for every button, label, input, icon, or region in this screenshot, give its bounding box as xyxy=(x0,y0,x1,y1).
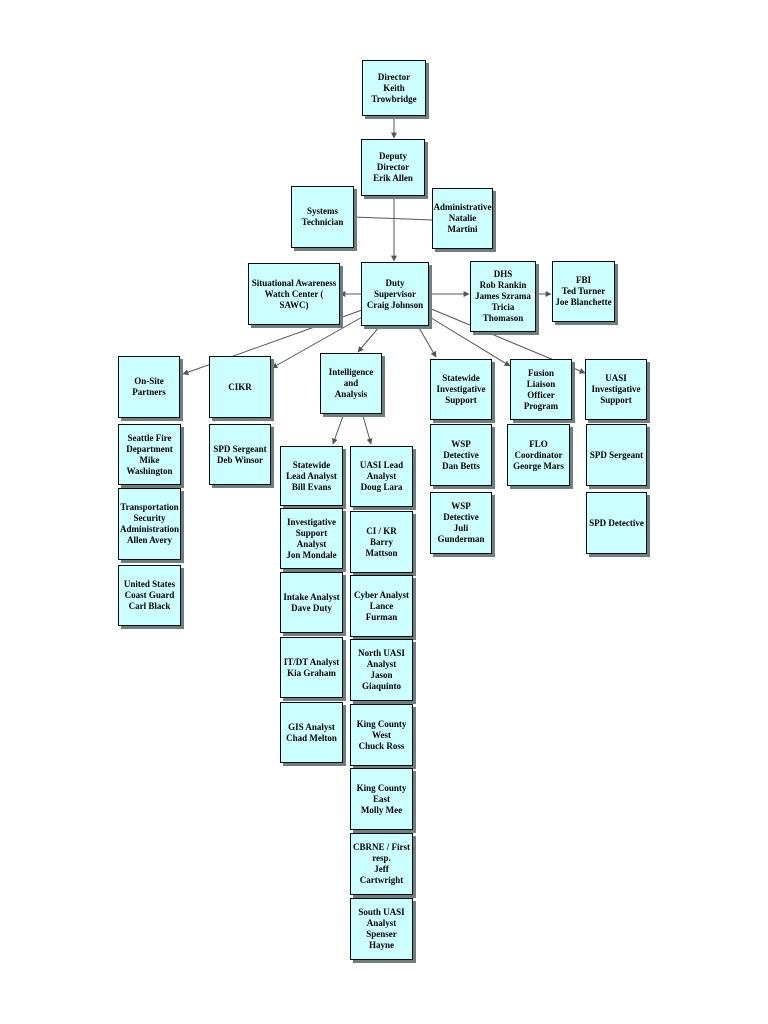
org-box-wsp-detective-gunderman: WSP Detective Juli Gunderman xyxy=(430,492,492,554)
org-box-statewide-lead-analyst: Statewide Lead Analyst Bill Evans xyxy=(280,446,343,506)
org-box-sawc: Situational Awareness Watch Center ( SAW… xyxy=(248,263,340,325)
org-box-tsa: Transportation Security Administration A… xyxy=(118,488,181,560)
org-box-on-site-partners: On-Site Partners xyxy=(118,356,180,418)
org-box-label: GIS Analyst Chad Melton xyxy=(286,721,337,743)
connector-staff-line xyxy=(353,216,433,221)
org-box-flo-coordinator: FLO Coordinator George Mars xyxy=(507,424,570,486)
connector-intel-uasi-col xyxy=(362,415,373,445)
org-box-label: UASI Investigative Support xyxy=(591,373,641,405)
org-box-label: Deputy Director Erik Allen xyxy=(373,151,413,183)
org-box-statewide-investigative-support: Statewide Investigative Support xyxy=(430,359,492,420)
org-box-label: CIKR xyxy=(228,381,252,392)
org-box-label: Situational Awareness Watch Center ( SAW… xyxy=(251,277,337,310)
org-box-investigative-support-analyst: Investigative Support Analyst Jon Mondal… xyxy=(280,508,343,569)
connector-intel-statewide-col xyxy=(331,415,344,445)
org-box-label: IT/DT Analyst Kia Graham xyxy=(283,656,340,678)
org-box-director: Director Keith Trowbridge xyxy=(362,60,426,116)
org-box-south-uasi-analyst: South UASI Analyst Spenser Hayne xyxy=(350,898,413,960)
org-box-label: Fusion Liaison Officer Program xyxy=(523,367,559,411)
org-box-coast-guard: United States Coast Guard Carl Black xyxy=(118,565,181,626)
org-box-label: FBI Ted Turner Joe Blanchette xyxy=(555,275,612,307)
org-box-label: King County East Molly Mee xyxy=(356,782,407,815)
org-box-label: WSP Detective Dan Betts xyxy=(442,438,480,471)
org-box-deputy-director: Deputy Director Erik Allen xyxy=(361,139,425,196)
org-box-wsp-detective-betts: WSP Detective Dan Betts xyxy=(430,424,492,486)
org-box-label: Investigative Support Analyst Jon Mondal… xyxy=(286,516,337,560)
org-box-label: FLO Coordinator George Mars xyxy=(513,438,564,471)
org-box-administrative: Administrative Natalie Martini xyxy=(432,188,493,249)
org-box-dhs: DHS Rob Rankin James Szrama Tricia Thoma… xyxy=(470,261,536,332)
org-box-label: Intelligence and Analysis xyxy=(328,367,374,399)
connector-duty-intel xyxy=(357,325,381,353)
org-box-cyber-analyst: Cyber Analyst Lance Furman xyxy=(350,575,413,637)
org-box-duty-supervisor: Duty Supervisor Craig Johnson xyxy=(361,262,429,326)
org-box-label: SPD Sergeant Deb Winsor xyxy=(213,443,267,465)
org-box-label: UASI Lead Analyst Doug Lara xyxy=(359,460,404,492)
org-box-king-county-west: King County West Chuck Ross xyxy=(350,704,413,766)
org-box-seattle-fire: Seattle Fire Department Mike Washington xyxy=(118,424,181,485)
connector-duty-statewide xyxy=(417,325,437,358)
org-box-label: DHS Rob Rankin James Szrama Tricia Thoma… xyxy=(475,269,531,323)
org-box-spd-detective: SPD Detective xyxy=(586,492,647,554)
org-box-intake-analyst: Intake Analyst Dave Duty xyxy=(280,572,343,633)
org-box-ci-kr: CI / KR Barry Mattson xyxy=(350,511,413,573)
org-box-uasi-investigative-support: UASI Investigative Support xyxy=(585,359,647,420)
org-box-cbrne: CBRNE / First resp. Jeff Cartwright xyxy=(350,833,413,895)
org-box-label: Director Keith Trowbridge xyxy=(371,71,417,104)
org-box-intelligence-analysis: Intelligence and Analysis xyxy=(320,353,382,414)
org-box-label: Statewide Investigative Support xyxy=(436,373,486,405)
org-box-label: SPD Detective xyxy=(589,517,644,528)
org-box-king-county-east: King County East Molly Mee xyxy=(350,768,413,830)
org-box-label: Transportation Security Administration A… xyxy=(120,502,180,545)
org-box-label: Intake Analyst Dave Duty xyxy=(283,591,340,613)
org-box-label: WSP Detective Juli Gunderman xyxy=(437,501,485,544)
org-box-label: Duty Supervisor Craig Johnson xyxy=(366,277,424,310)
org-box-systems-technician: Systems Technician xyxy=(291,186,354,248)
org-box-label: SPD Sergeant xyxy=(589,449,644,460)
org-box-label: Administrative Natalie Martini xyxy=(433,202,492,234)
org-box-itdt-analyst: IT/DT Analyst Kia Graham xyxy=(280,637,343,698)
org-box-spd-sergeant-uasi: SPD Sergeant xyxy=(586,424,647,486)
org-box-label: North UASI Analyst Jason Giaquinto xyxy=(358,648,405,691)
org-box-label: Statewide Lead Analyst Bill Evans xyxy=(286,459,337,492)
org-box-label: CI / KR Barry Mattson xyxy=(365,525,398,558)
org-box-label: Seattle Fire Department Mike Washington xyxy=(126,432,173,476)
org-box-label: South UASI Analyst Spenser Hayne xyxy=(358,907,405,950)
org-box-gis-analyst: GIS Analyst Chad Melton xyxy=(280,702,343,763)
org-box-fbi: FBI Ted Turner Joe Blanchette xyxy=(552,261,615,322)
connector-duty-fusion xyxy=(427,315,511,367)
org-box-uasi-lead-analyst: UASI Lead Analyst Doug Lara xyxy=(350,446,413,507)
org-box-fusion-liaison: Fusion Liaison Officer Program xyxy=(510,359,572,420)
connector-duty-cikr xyxy=(271,315,365,369)
org-box-label: United States Coast Guard Carl Black xyxy=(123,579,176,611)
org-box-label: CBRNE / First resp. Jeff Cartwright xyxy=(353,842,410,885)
org-box-label: Systems Technician xyxy=(301,206,344,227)
org-box-cikr: CIKR xyxy=(209,356,271,418)
org-box-spd-sergeant-cikr: SPD Sergeant Deb Winsor xyxy=(209,424,271,485)
org-box-label: On-Site Partners xyxy=(132,376,166,397)
org-box-label: King County West Chuck Ross xyxy=(356,718,407,751)
org-box-label: Cyber Analyst Lance Furman xyxy=(353,589,410,622)
org-box-north-uasi-analyst: North UASI Analyst Jason Giaquinto xyxy=(350,639,413,701)
